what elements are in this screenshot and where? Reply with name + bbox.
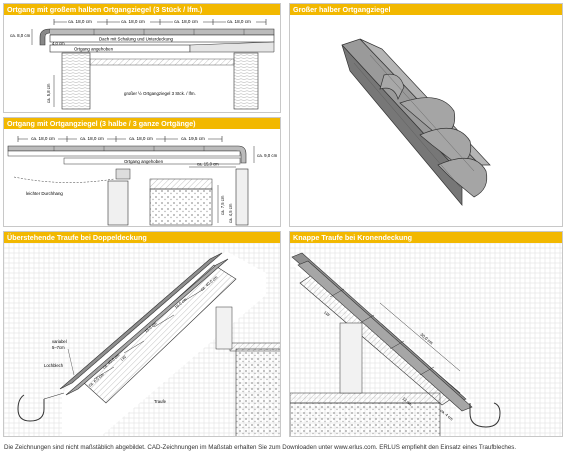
label-lw: LW xyxy=(323,310,331,318)
drawing-gross-halber xyxy=(341,38,491,206)
dim-label-3: ca. 18,0 cm xyxy=(129,136,153,141)
gap-label: 4,0 cm xyxy=(52,41,65,46)
label-var: variabel xyxy=(52,339,67,344)
label-sag: leichter Durchhang xyxy=(26,191,63,196)
panel-ortgang-ganz: Ortgang mit Ortgangziegel (3 halbe / 3 g… xyxy=(3,117,281,227)
height-right: ca. 9,0 cm xyxy=(257,153,278,158)
label-raised: Ortgang angehoben xyxy=(74,47,114,52)
panel-title: Ortgang mit Ortgangziegel (3 halbe / 3 g… xyxy=(4,118,280,129)
dim-label-4: ca. 18,0 cm xyxy=(227,19,251,24)
dim-label-2: ca. 18,0 cm xyxy=(121,19,145,24)
drawing-traufe-doppel: variabel 5–7cm Lochblech ca. 40,0 cm 15,… xyxy=(4,243,280,436)
height-label: ca. 8,0 cm xyxy=(10,33,31,38)
rafter-right xyxy=(233,52,259,110)
panel-ortgang-gross: Ortgang mit großem halben Ortgangziegel … xyxy=(3,3,281,113)
panel-title: Überstehende Traufe bei Doppeldeckung xyxy=(4,232,280,243)
label-roof: Dach mit Schalung und Unterdeckung xyxy=(99,37,174,42)
gutter xyxy=(17,394,45,422)
gutter xyxy=(469,402,501,428)
dim-label-1: ca. 18,0 cm xyxy=(68,19,92,24)
dim-label-3: ca. 18,0 cm xyxy=(174,19,198,24)
dim-label-1: ca. 18,0 cm xyxy=(31,136,55,141)
panel-traufe-krone: Knappe Traufe bei Kronendeckung xyxy=(289,231,563,437)
ortgang-tile-profile xyxy=(39,28,51,46)
label-raised: Ortgang angehoben xyxy=(124,159,164,164)
panel-title: Knappe Traufe bei Kronendeckung xyxy=(290,232,562,243)
panel-title: Ortgang mit großem halben Ortgangziegel … xyxy=(4,4,280,15)
label-tile: großer ½ Ortgangziegel 3 Stck. / lfm. xyxy=(124,91,196,96)
label-var-range: 5–7cm xyxy=(52,345,65,350)
wall-section xyxy=(149,188,213,226)
sag-line xyxy=(13,176,115,183)
label-sheet: Lochblech xyxy=(44,363,64,368)
label-lw: LW xyxy=(119,354,127,362)
dim-label-2: ca. 18,0 cm xyxy=(80,136,104,141)
tile-roll-3 xyxy=(437,157,488,198)
dim3: 13 cm xyxy=(401,396,413,407)
rafter-left xyxy=(61,52,91,110)
panel-title: Großer halber Ortgangziegel xyxy=(290,4,562,15)
dim-inner: ca. 15,0 cm xyxy=(197,162,219,167)
panel-traufe-doppel: Überstehende Traufe bei Doppeldeckung xyxy=(3,231,281,437)
wall-stone xyxy=(290,402,441,436)
label-side: Traufe xyxy=(154,399,167,404)
caption: Die Zeichnungen sind nicht maßstäblich a… xyxy=(4,444,517,451)
roof-tiles xyxy=(291,252,473,412)
vert-a: ca. 7,5 cm xyxy=(220,195,225,215)
drawing-ortgang-ganz: ca. 18,0 cm ca. 18,0 cm ca. 18,0 cm ca. … xyxy=(7,135,278,226)
panel-gross-halber: Großer halber Ortgangziegel xyxy=(289,3,563,227)
vert-dim: ca. 5,8 cm xyxy=(46,83,51,103)
drawing-traufe-krone: 30,0 cm LW ca. 4 cm 13 cm xyxy=(290,243,562,436)
roof-tiles xyxy=(59,252,229,396)
dim-label-4: ca. 19,5 cm xyxy=(181,136,205,141)
vert-b: ca. 4,5 cm xyxy=(228,203,233,223)
wall-stone xyxy=(235,348,280,436)
drawing-ortgang-gross: ca. 18,0 cm ca. 18,0 cm ca. 18,0 cm ca. … xyxy=(10,18,275,110)
